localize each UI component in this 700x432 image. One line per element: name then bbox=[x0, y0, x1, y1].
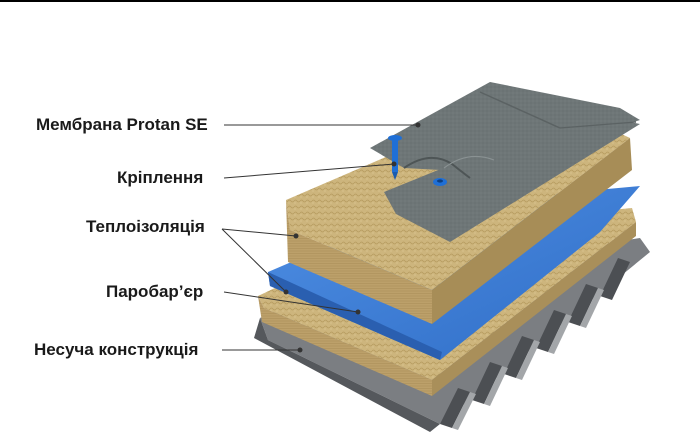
leader-lines bbox=[221, 124, 418, 351]
label-fastening: Кріплення bbox=[117, 168, 204, 187]
label-membrane: Мембрана Protan SE bbox=[36, 115, 208, 134]
leader-dots bbox=[283, 122, 421, 353]
top-border-line bbox=[0, 0, 700, 2]
label-vapor-barrier: Паробар’єр bbox=[106, 282, 204, 301]
membrane-layer bbox=[370, 82, 640, 242]
label-insulation: Теплоізоляція bbox=[86, 217, 205, 236]
label-structure: Несуча конструкція bbox=[34, 340, 199, 359]
fastener-icon bbox=[388, 135, 447, 186]
